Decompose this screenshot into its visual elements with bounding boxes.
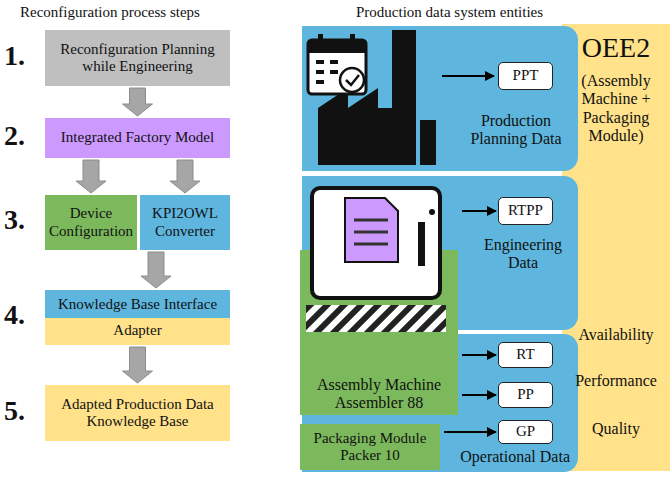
process-step: Adapted Production Data Knowledge Base xyxy=(45,385,230,441)
label-holder: 3. xyxy=(4,204,42,236)
node-text: Integrated Factory Model xyxy=(61,129,214,146)
text-holder: (Assembly Machine + Packaging Module) xyxy=(564,72,668,146)
label-holder: Production data system entities xyxy=(356,4,566,21)
text-holder: Device Configuration xyxy=(49,205,133,240)
node-text: KPI2OWL Converter xyxy=(145,205,225,240)
text-holder: Packaging Module Packer 10 xyxy=(305,430,435,465)
block-arrow xyxy=(123,347,153,383)
data-flow-arrow xyxy=(462,210,496,212)
node-text: GP xyxy=(516,423,535,440)
node-text: Packaging Module Packer 10 xyxy=(305,430,435,465)
machine-screen xyxy=(312,188,440,298)
text-holder: OEE2 xyxy=(562,32,670,64)
calendar-ring xyxy=(350,34,355,46)
kpi-box: PP xyxy=(498,382,553,408)
machine-base xyxy=(306,305,446,332)
label-holder: 4. xyxy=(4,299,42,331)
document-lines xyxy=(354,220,388,244)
text-holder: Quality xyxy=(562,420,670,438)
text-holder: Performance xyxy=(562,372,670,390)
process-step: KPI2OWL Converter xyxy=(140,195,230,250)
node-text: Reconfiguration Planning while Engineeri… xyxy=(50,41,225,76)
data-flow-arrow xyxy=(462,394,496,396)
block-arrow xyxy=(141,252,171,288)
label-holder: 1. xyxy=(4,40,42,72)
text-holder: KPI2OWL Converter xyxy=(145,205,225,240)
text-holder: Production Planning Data xyxy=(466,112,566,149)
factory-icon xyxy=(318,30,416,165)
machine-box: Packaging Module Packer 10 xyxy=(300,424,440,470)
data-flow-arrow xyxy=(462,354,496,356)
step-number: 4. xyxy=(4,299,42,331)
text-holder: Knowledge Base Interface xyxy=(58,296,217,313)
node-text: Production Planning Data xyxy=(466,112,566,149)
label-holder: 2. xyxy=(4,120,42,152)
text-holder: GP xyxy=(516,423,535,440)
step-number: 5. xyxy=(4,395,42,427)
process-step: Device Configuration xyxy=(45,195,137,250)
calendar-icon xyxy=(308,40,366,94)
text-holder: PP xyxy=(517,386,534,403)
process-step: Reconfiguration Planning while Engineeri… xyxy=(45,30,230,86)
kpi-box: GP xyxy=(498,420,553,444)
calendar-ring xyxy=(318,34,323,46)
text-holder: Operational Data xyxy=(446,448,570,466)
text-holder: Engineering Data xyxy=(476,236,570,273)
text-holder: Reconfiguration Planning while Engineeri… xyxy=(50,41,225,76)
node-text: Adapted Production Data Knowledge Base xyxy=(50,396,225,431)
process-step: Integrated Factory Model xyxy=(45,118,230,158)
kpi-box: PPT xyxy=(498,62,553,90)
text-holder: Availability xyxy=(562,326,670,344)
node-text: Availability xyxy=(562,326,670,344)
column-title: Production data system entities xyxy=(356,4,566,21)
calendar-header xyxy=(308,40,366,53)
column-title: Reconfiguration process steps xyxy=(20,4,240,21)
node-text: Device Configuration xyxy=(49,205,133,240)
text-holder: Integrated Factory Model xyxy=(61,129,214,146)
machine-box: Assembly Machine Assembler 88 xyxy=(300,250,458,415)
check-mark xyxy=(346,75,359,85)
text-holder: Assembly Machine Assembler 88 xyxy=(300,376,458,413)
node-text: RT xyxy=(516,346,534,363)
kpi-panel: OEE2 (Assembly Machine + Packaging Module… xyxy=(562,24,670,471)
calendar-days xyxy=(316,62,338,82)
kpi-box: RTPP xyxy=(498,197,553,225)
step-number: 2. xyxy=(4,120,42,152)
node-text: Quality xyxy=(562,420,670,438)
block-arrow xyxy=(123,88,153,116)
label-holder: Reconfiguration process steps xyxy=(20,4,240,21)
text-holder: RT xyxy=(516,346,534,363)
factory-annex xyxy=(420,120,436,165)
check-circle xyxy=(340,68,364,92)
data-flow-arrow xyxy=(444,431,496,433)
node-text: OEE2 xyxy=(562,32,670,64)
node-text: Engineering Data xyxy=(476,236,570,273)
kpi-box: RT xyxy=(498,342,553,368)
text-holder: Adapted Production Data Knowledge Base xyxy=(50,396,225,431)
node-text: Adapter xyxy=(113,322,161,339)
document-icon xyxy=(345,198,398,262)
process-step: Knowledge Base InterfaceAdapter xyxy=(45,290,230,345)
text-holder: Adapter xyxy=(113,322,161,339)
node-text: (Assembly Machine + Packaging Module) xyxy=(564,72,668,146)
label-holder: 5. xyxy=(4,395,42,427)
block-arrow xyxy=(76,160,106,193)
step-number: 1. xyxy=(4,40,42,72)
node-text: PPT xyxy=(513,67,539,84)
data-flow-arrow xyxy=(442,75,494,77)
data-band: Production Planning Data PPT xyxy=(302,26,578,171)
step-number: 3. xyxy=(4,204,42,236)
machine-hatching xyxy=(306,305,446,332)
node-text: RTPP xyxy=(508,202,543,219)
node-text: Assembly Machine Assembler 88 xyxy=(300,376,458,413)
node-text: PP xyxy=(517,386,534,403)
node-text: Operational Data xyxy=(446,448,570,466)
text-holder: RTPP xyxy=(508,202,543,219)
text-holder: PPT xyxy=(513,67,539,84)
node-text: Performance xyxy=(562,372,670,390)
machine-slot xyxy=(418,222,425,266)
node-text: Knowledge Base Interface xyxy=(58,296,217,313)
machine-button xyxy=(429,209,435,215)
block-arrow xyxy=(170,160,200,193)
